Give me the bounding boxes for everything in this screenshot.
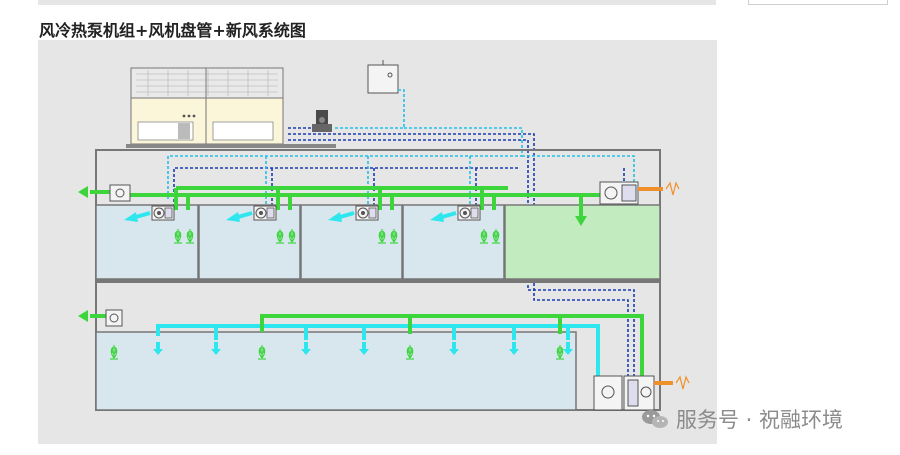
top-bar [38,0,716,5]
fresh-air-duct-lower [90,314,644,385]
fresh-air-unit-upper [599,181,639,205]
lower-floor [95,281,661,411]
air-cooled-heat-pump-unit [126,67,336,148]
system-diagram [38,40,717,444]
exhaust-fan-lower [105,309,123,327]
supply-air-duct-lower [156,324,600,385]
watermark: 服务号 · 祝融环境 [640,404,843,434]
expansion-tank [367,60,399,94]
watermark-text: 服务号 · 祝融环境 [676,408,844,432]
fresh-air-unit-lower [593,375,655,411]
side-panel [748,0,888,5]
exhaust-fan-upper [109,184,131,202]
page-title: 风冷热泵机组+风机盘管+新风系统图 [39,21,306,40]
circulation-pump [288,110,332,132]
fresh-air-duct-upper [90,186,600,218]
wechat-icon [642,410,668,428]
